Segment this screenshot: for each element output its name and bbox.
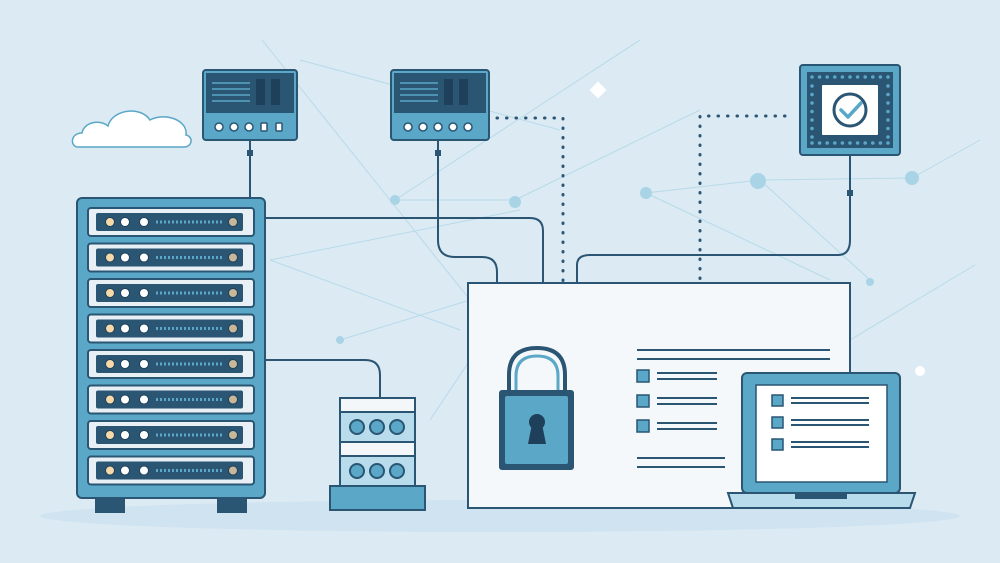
sparkle-dot xyxy=(915,366,925,376)
network-switch-left xyxy=(202,69,298,141)
checklist-row xyxy=(771,416,869,429)
network-switch-small xyxy=(329,397,426,511)
padlock-icon xyxy=(499,345,574,470)
rack-unit xyxy=(87,384,255,415)
rack-unit xyxy=(87,278,255,308)
checklist-row xyxy=(636,369,717,383)
panel-checklist xyxy=(636,369,717,433)
rack-unit xyxy=(87,349,255,379)
checklist-row xyxy=(636,419,717,433)
chip-contact-dots xyxy=(810,75,890,145)
rack-unit xyxy=(87,242,255,273)
rack-unit xyxy=(87,455,255,486)
laptop-checklist xyxy=(771,394,869,451)
dotted-connection-lines xyxy=(495,114,787,327)
checkmark-chip-icon xyxy=(799,64,901,156)
document-list-icon xyxy=(636,349,830,468)
checklist-row xyxy=(771,438,869,451)
network-switch-middle xyxy=(390,69,490,141)
rack-unit xyxy=(87,420,255,450)
rack-units xyxy=(87,207,255,486)
server-rack-icon xyxy=(76,197,266,513)
sparkle-diamond xyxy=(589,81,607,99)
laptop-icon xyxy=(726,372,917,509)
rack-unit xyxy=(87,207,255,237)
checklist-row xyxy=(636,394,717,408)
connection-joints xyxy=(247,150,853,196)
connection-lines xyxy=(249,140,851,398)
checklist-row xyxy=(771,394,869,407)
cloud-icon xyxy=(71,110,192,148)
background-network-nodes xyxy=(336,171,919,344)
rack-unit xyxy=(87,313,255,344)
